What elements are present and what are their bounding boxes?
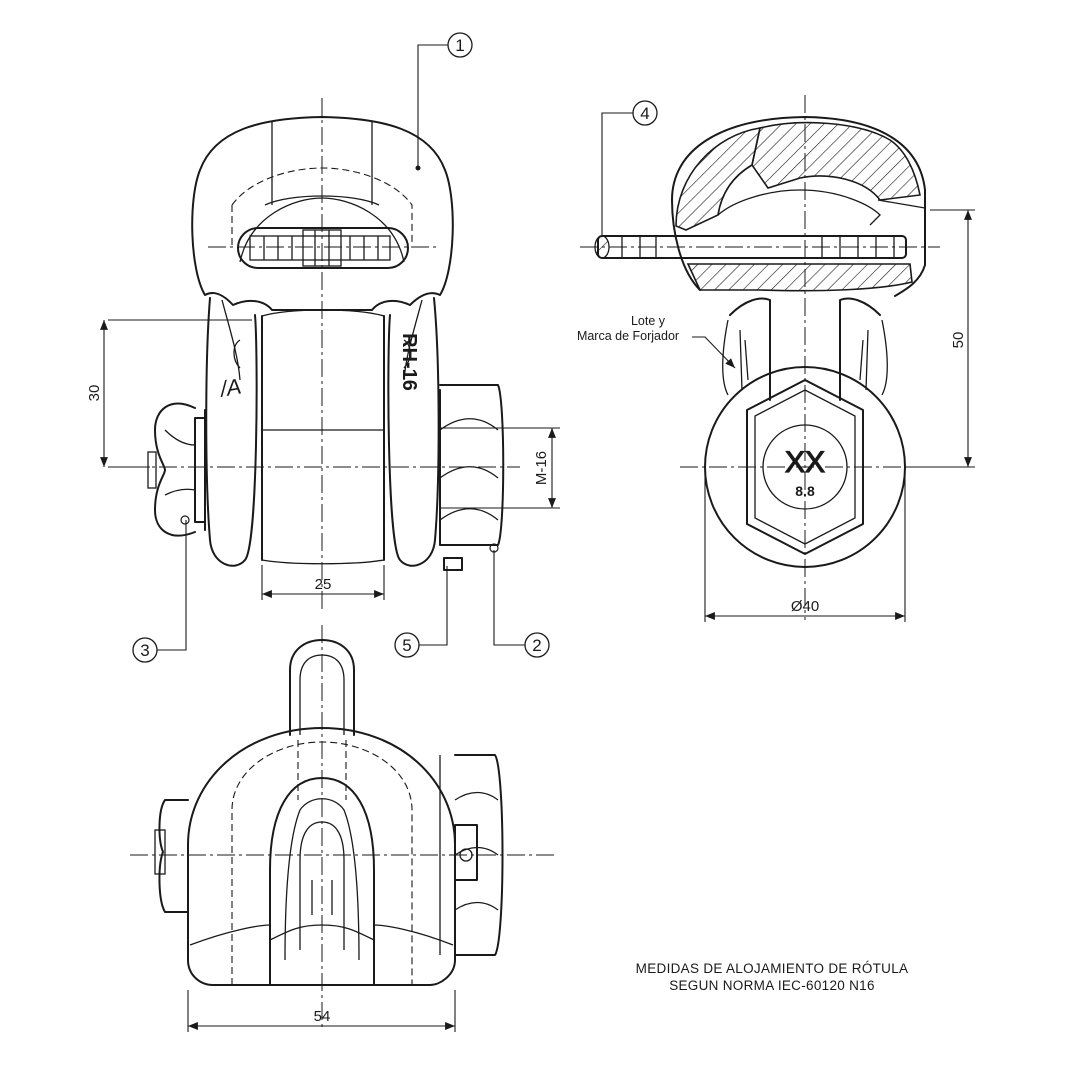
front-view: /A RH-16 30 25 M-16 1 3 5 2 <box>86 32 560 663</box>
dim-m16: M-16 <box>533 451 550 485</box>
callout-2: 2 <box>532 636 541 655</box>
callout-3: 3 <box>140 641 149 660</box>
bottom-view: 54 <box>130 625 555 1032</box>
callout-4: 4 <box>640 104 649 123</box>
callout-1: 1 <box>455 36 464 55</box>
stamp-left: /A <box>216 373 243 402</box>
callout-5: 5 <box>402 636 411 655</box>
title-line1: MEDIDAS DE ALOJAMIENTO DE RÓTULA <box>636 961 909 976</box>
dim-25: 25 <box>315 576 332 593</box>
bolt-head-mark: XX <box>785 446 825 479</box>
side-view: XX 8.8 50 Ø40 4 Lote y Marca de Forjador <box>577 95 975 622</box>
socket-body <box>191 116 454 311</box>
note-line2: Marca de Forjador <box>577 329 679 343</box>
dim-50: 50 <box>950 332 967 349</box>
bolt-grade-mark: 8.8 <box>795 483 815 499</box>
dim-54: 54 <box>314 1008 331 1025</box>
right-nut <box>439 384 505 546</box>
dim-d40: Ø40 <box>791 598 819 615</box>
note-line1: Lote y <box>631 314 666 328</box>
stamp-right: RH-16 <box>398 333 420 391</box>
left-nut <box>194 409 206 531</box>
title-line2: SEGUN NORMA IEC-60120 N16 <box>669 978 875 993</box>
dim-30: 30 <box>86 385 103 402</box>
